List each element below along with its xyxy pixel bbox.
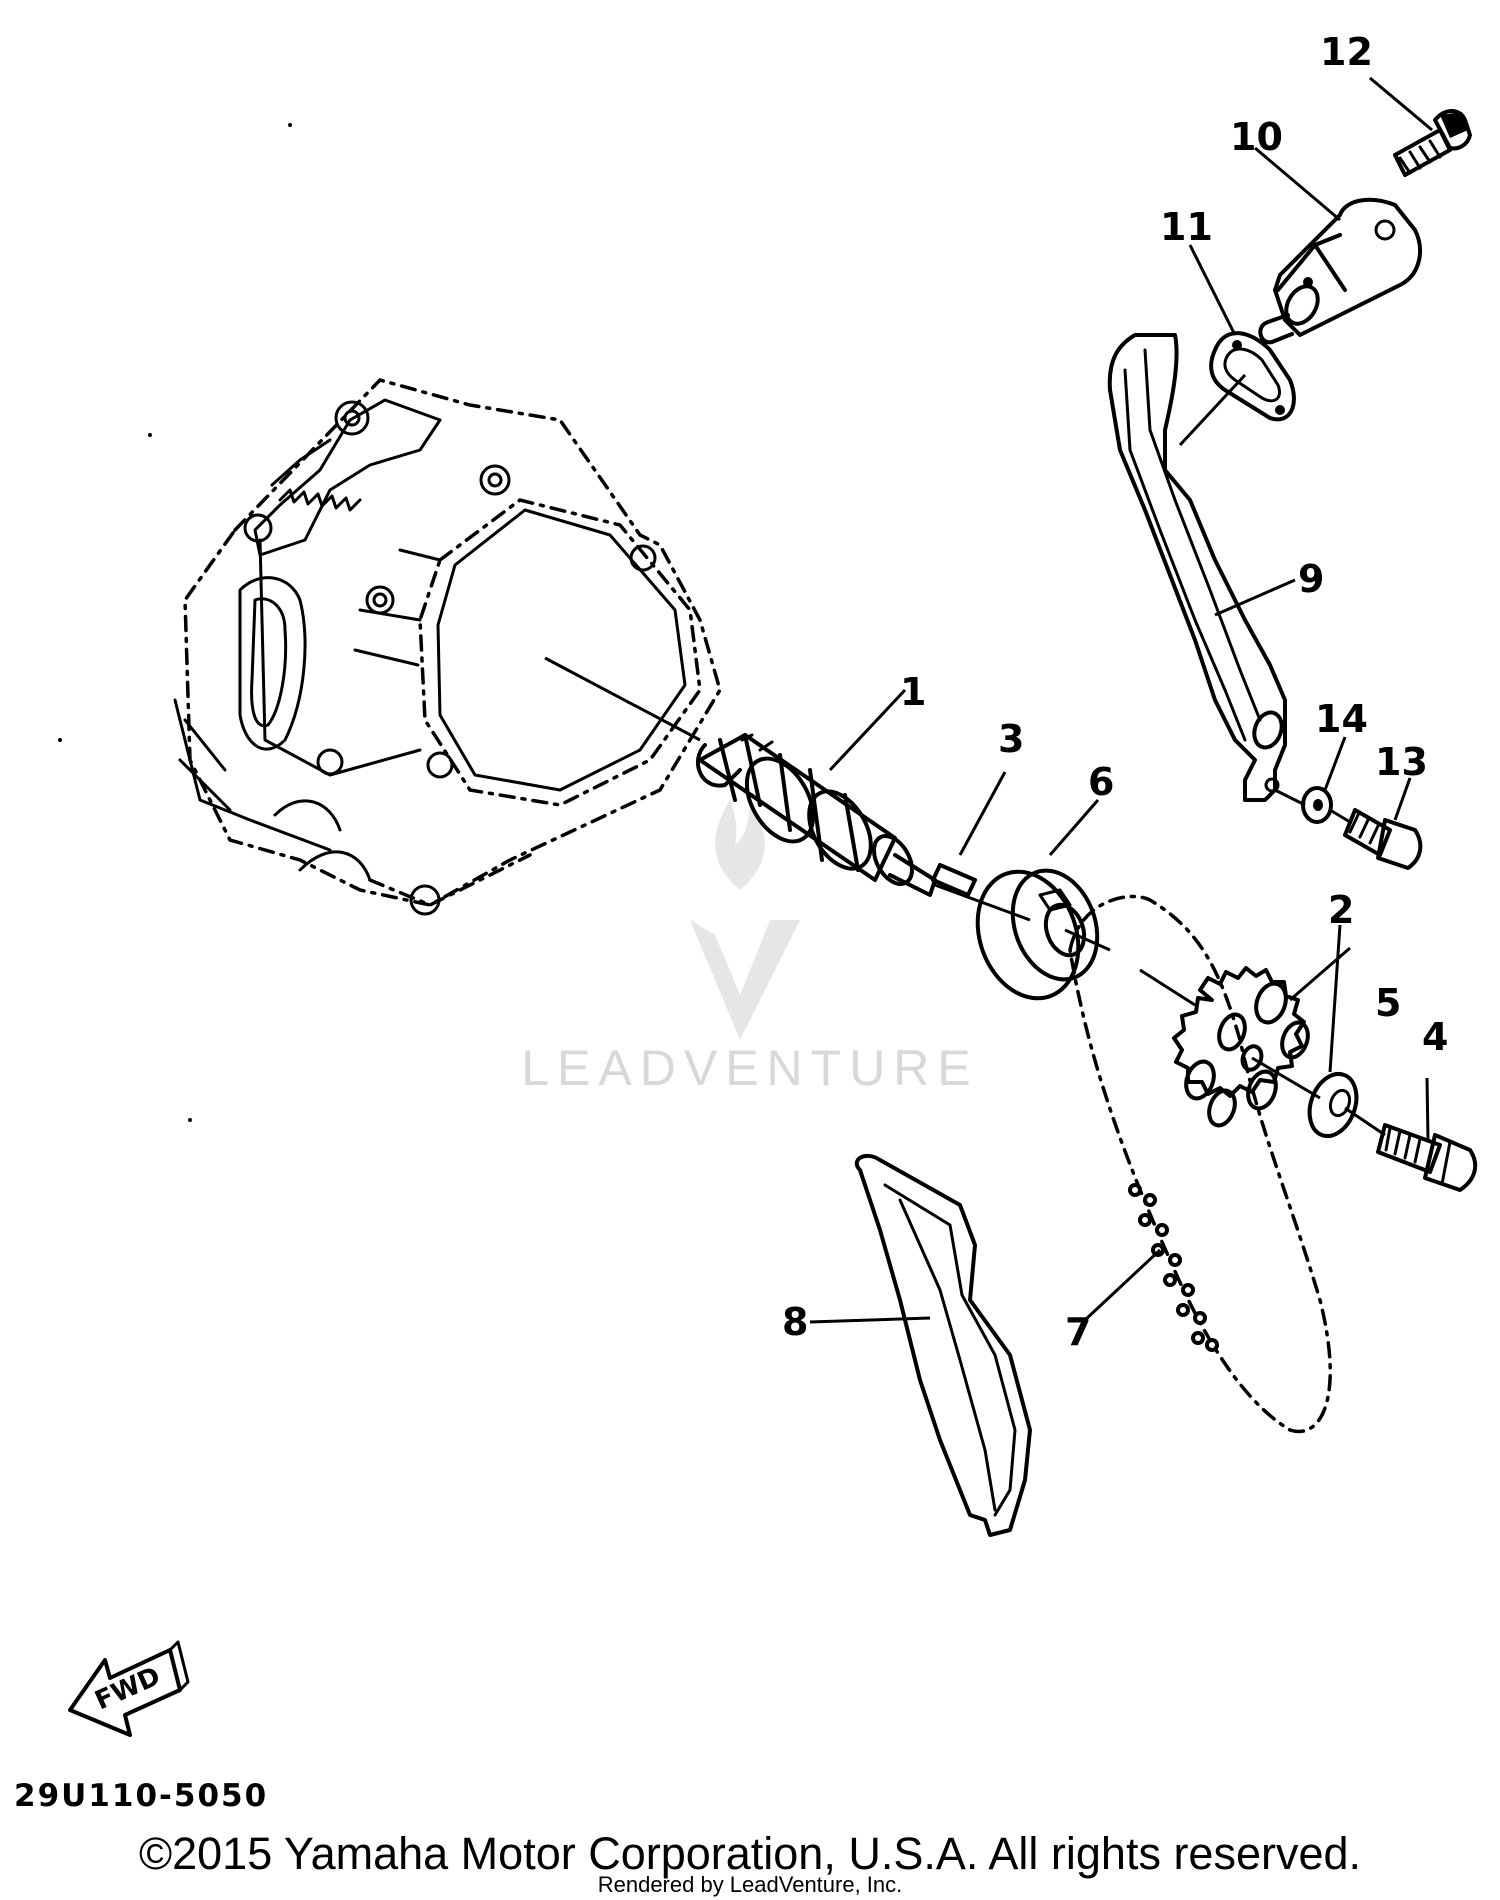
callout-10: 10	[1230, 115, 1283, 159]
callout-3: 3	[998, 717, 1024, 761]
camshaft	[695, 733, 937, 897]
sprocket-bolt	[1376, 1123, 1478, 1192]
timing-chain	[1068, 894, 1332, 1434]
chain-links	[1128, 1183, 1219, 1352]
callout-numbers: 1 2 3 4 5 6 7 8 9 10 11 12 13 14	[782, 30, 1448, 1354]
callout-7: 7	[1065, 1310, 1091, 1354]
diagram-code: 29U110-5050	[14, 1778, 269, 1814]
cylinder-head-outline	[173, 378, 722, 916]
scan-specks	[58, 123, 292, 1122]
assembly-centerlines	[544, 373, 1386, 1137]
callout-11: 11	[1160, 205, 1213, 249]
cam-hub	[975, 868, 1100, 1001]
callout-4: 4	[1422, 1015, 1448, 1059]
watermark-text: LEADVENTURE	[521, 1040, 979, 1096]
callout-1: 1	[900, 670, 926, 714]
callout-8: 8	[782, 1300, 808, 1344]
washer	[1307, 1072, 1359, 1138]
guide-bolt	[1343, 808, 1423, 870]
tensioner-gasket	[1209, 331, 1296, 422]
guide-washer	[1301, 786, 1333, 824]
forward-arrow-icon: FWD	[68, 1640, 190, 1737]
chain-tensioner	[1258, 197, 1422, 345]
chain-guide-front	[854, 1153, 1032, 1537]
callout-13: 13	[1375, 740, 1428, 784]
callout-14: 14	[1315, 697, 1368, 741]
callout-5: 5	[1375, 981, 1401, 1025]
copyright-notice: ©2015 Yamaha Motor Corporation, U.S.A. A…	[138, 1828, 1362, 1879]
watermark: LEADVENTURE	[521, 800, 979, 1096]
tensioner-bolt	[1393, 109, 1472, 177]
chain-guide-rear	[1107, 333, 1287, 802]
callout-9: 9	[1298, 557, 1324, 601]
callout-12: 12	[1320, 30, 1373, 74]
callout-2: 2	[1328, 888, 1354, 932]
rendered-by-notice: Rendered by LeadVenture, Inc.	[597, 1872, 903, 1897]
cam-sprocket	[1172, 966, 1310, 1128]
callout-leaders	[809, 76, 1433, 1324]
dowel-pin	[931, 863, 977, 897]
callout-6: 6	[1088, 760, 1114, 804]
